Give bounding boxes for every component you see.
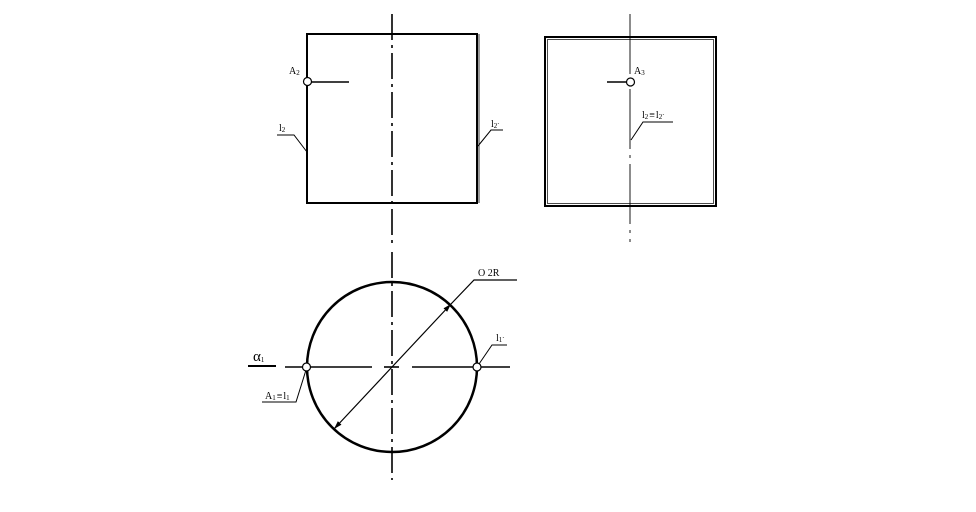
side-view-rectangle bbox=[544, 36, 717, 207]
side-view: A3 l2≡l2` bbox=[544, 14, 717, 242]
front-right-generator-label: l2` bbox=[491, 119, 500, 130]
diameter-dimension-line bbox=[333, 303, 452, 430]
side-point-label: A3 bbox=[634, 66, 645, 77]
diameter-leader bbox=[450, 279, 517, 305]
top-view: O 2R l1` α1 A1≡l1 bbox=[248, 252, 517, 480]
diameter-label: O 2R bbox=[478, 268, 500, 279]
front-view: A2 l2 l2` bbox=[277, 14, 503, 248]
top-left-point-marker bbox=[301, 362, 312, 372]
side-point-marker bbox=[625, 77, 636, 87]
side-generator-label: l2≡l2` bbox=[642, 110, 665, 121]
plane-label: α1 bbox=[253, 349, 265, 365]
top-point-label: A1≡l1 bbox=[265, 391, 290, 402]
side-view-inner-edge bbox=[547, 39, 714, 204]
front-left-generator-leader bbox=[277, 134, 308, 153]
front-point-label: A2 bbox=[289, 66, 300, 77]
front-point-marker bbox=[302, 76, 313, 87]
front-left-generator-label: l2 bbox=[279, 123, 286, 134]
front-right-generator-leader bbox=[477, 129, 503, 147]
top-right-generator-label: l1` bbox=[496, 333, 505, 344]
side-generator-leader bbox=[630, 121, 673, 141]
top-point-leader bbox=[262, 369, 307, 403]
top-right-generator-leader bbox=[478, 344, 507, 365]
top-right-point-marker bbox=[472, 362, 482, 372]
